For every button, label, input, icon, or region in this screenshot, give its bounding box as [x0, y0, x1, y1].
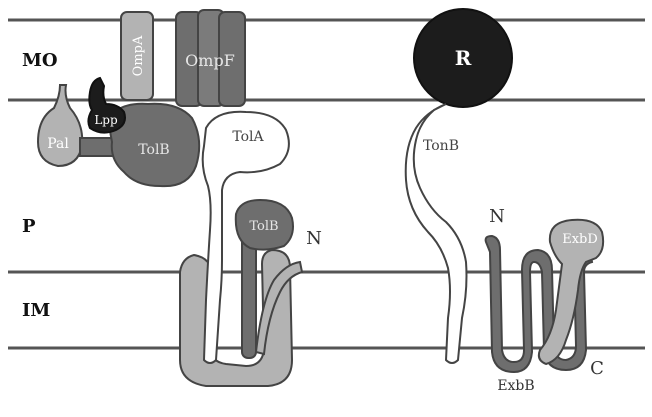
tonb-protein: TonB: [406, 104, 467, 363]
ompf-label: OmpF: [185, 51, 235, 70]
pal-label: Pal: [47, 136, 69, 152]
ompf-protein: OmpF: [176, 10, 245, 106]
tolb-lower-protein: TolB: [236, 200, 293, 250]
exbd-label: ExbD: [562, 232, 598, 247]
ompa-protein: OmpA: [121, 12, 153, 100]
tola-label: TolA: [232, 129, 264, 145]
inner-membrane-label: IM: [22, 300, 50, 321]
exb-c-terminus-label: C: [590, 358, 604, 379]
ompa-label: OmpA: [131, 35, 146, 76]
lpp-label: Lpp: [94, 113, 118, 127]
exb-n-terminus-label: N: [489, 206, 505, 227]
lpp-protein: Lpp: [88, 78, 125, 133]
outer-membrane-label: MO: [22, 50, 58, 71]
exbb-label: ExbB: [497, 378, 534, 394]
periplasm-label: P: [22, 216, 36, 237]
pal-protein: Pal: [38, 85, 82, 166]
tonb-label: TonB: [423, 138, 459, 154]
receptor-protein: R: [414, 9, 512, 107]
tolb-lower-label: TolB: [249, 219, 278, 234]
receptor-label: R: [455, 46, 472, 70]
tol-n-terminus-label: N: [306, 228, 322, 249]
tolb-upper-label: TolB: [138, 142, 169, 158]
tolq-label: TolQ: [221, 389, 251, 404]
